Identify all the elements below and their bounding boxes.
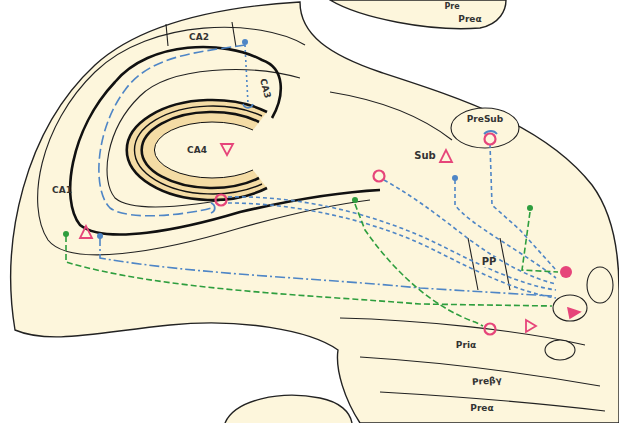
- region-label: Priα: [455, 341, 477, 350]
- region-label: PreSub: [466, 115, 504, 124]
- dentate-gyrus: [127, 100, 267, 200]
- layer-boundary: [38, 22, 613, 411]
- layer-boundary: [107, 70, 300, 208]
- dentate-gyrus: [134, 106, 262, 194]
- green-pathway: [522, 212, 558, 272]
- dentate-gyrus: [142, 112, 259, 188]
- neuron-marker: [97, 233, 103, 239]
- layer-boundary: [232, 22, 236, 47]
- blue-pathway: [245, 45, 248, 104]
- region-label: CA1: [51, 186, 73, 195]
- layer-boundary: [166, 24, 168, 46]
- layer-boundary: [587, 267, 613, 303]
- layer-boundary: [468, 238, 478, 290]
- tissue-outline: [225, 395, 352, 423]
- blue-pathway: [211, 203, 215, 213]
- region-label: Pre: [443, 3, 460, 11]
- green-pathway: [66, 236, 552, 306]
- green-pathway: [66, 204, 558, 326]
- neuron-marker: [221, 144, 233, 155]
- neuron-marker: [374, 171, 385, 182]
- region-label: Preα: [457, 15, 482, 24]
- region-label: Sub: [413, 151, 436, 161]
- region-label: PP: [481, 257, 498, 267]
- region-label: Preβγ: [471, 375, 503, 386]
- blue-pathway: [384, 180, 556, 284]
- neuron-marker: [485, 324, 496, 335]
- pyramidal-layer: [70, 47, 380, 235]
- region-label: Preα: [469, 404, 494, 413]
- neuron-marker: [527, 205, 533, 211]
- layer-boundary: [451, 108, 519, 148]
- neuron-marker: [560, 266, 572, 278]
- neuron-marker: [485, 134, 496, 145]
- neuron-marker: [452, 175, 458, 181]
- dentate-gyrus: [127, 100, 267, 200]
- blue-pathway: [243, 104, 253, 108]
- neuron-marker: [80, 226, 92, 238]
- dentate-gyrus: [127, 100, 267, 200]
- neuron-marker: [63, 231, 69, 237]
- layer-boundary: [330, 92, 452, 140]
- layer-boundary: [545, 340, 575, 360]
- neuron-marker: [352, 197, 358, 203]
- region-label: CA4: [186, 146, 208, 155]
- tissue-outline: [11, 0, 619, 423]
- blue-pathway: [490, 144, 556, 270]
- green-pathway: [355, 204, 483, 326]
- pyramidal-layer: [70, 47, 380, 235]
- blue-pathway: [228, 197, 556, 290]
- layer-boundary: [360, 357, 600, 386]
- neuron-marker: [242, 39, 248, 45]
- layer-boundary: [553, 295, 587, 321]
- dentate-gyrus: [154, 122, 253, 178]
- tissue-outline: [330, 0, 506, 29]
- neuron-marker: [216, 195, 227, 206]
- region-label: CA3: [258, 76, 272, 99]
- neuron-marker: [63, 39, 580, 335]
- neuron-marker: [526, 320, 536, 332]
- neuron-marker: [440, 150, 452, 162]
- blue-pathway: [99, 45, 245, 216]
- blue-pathway: [455, 180, 556, 278]
- neuron-marker: [568, 308, 580, 318]
- tissue-outline: [11, 2, 619, 423]
- blue-pathway: [99, 45, 556, 298]
- blue-pathway: [100, 236, 552, 296]
- region-label: CA2: [188, 33, 210, 42]
